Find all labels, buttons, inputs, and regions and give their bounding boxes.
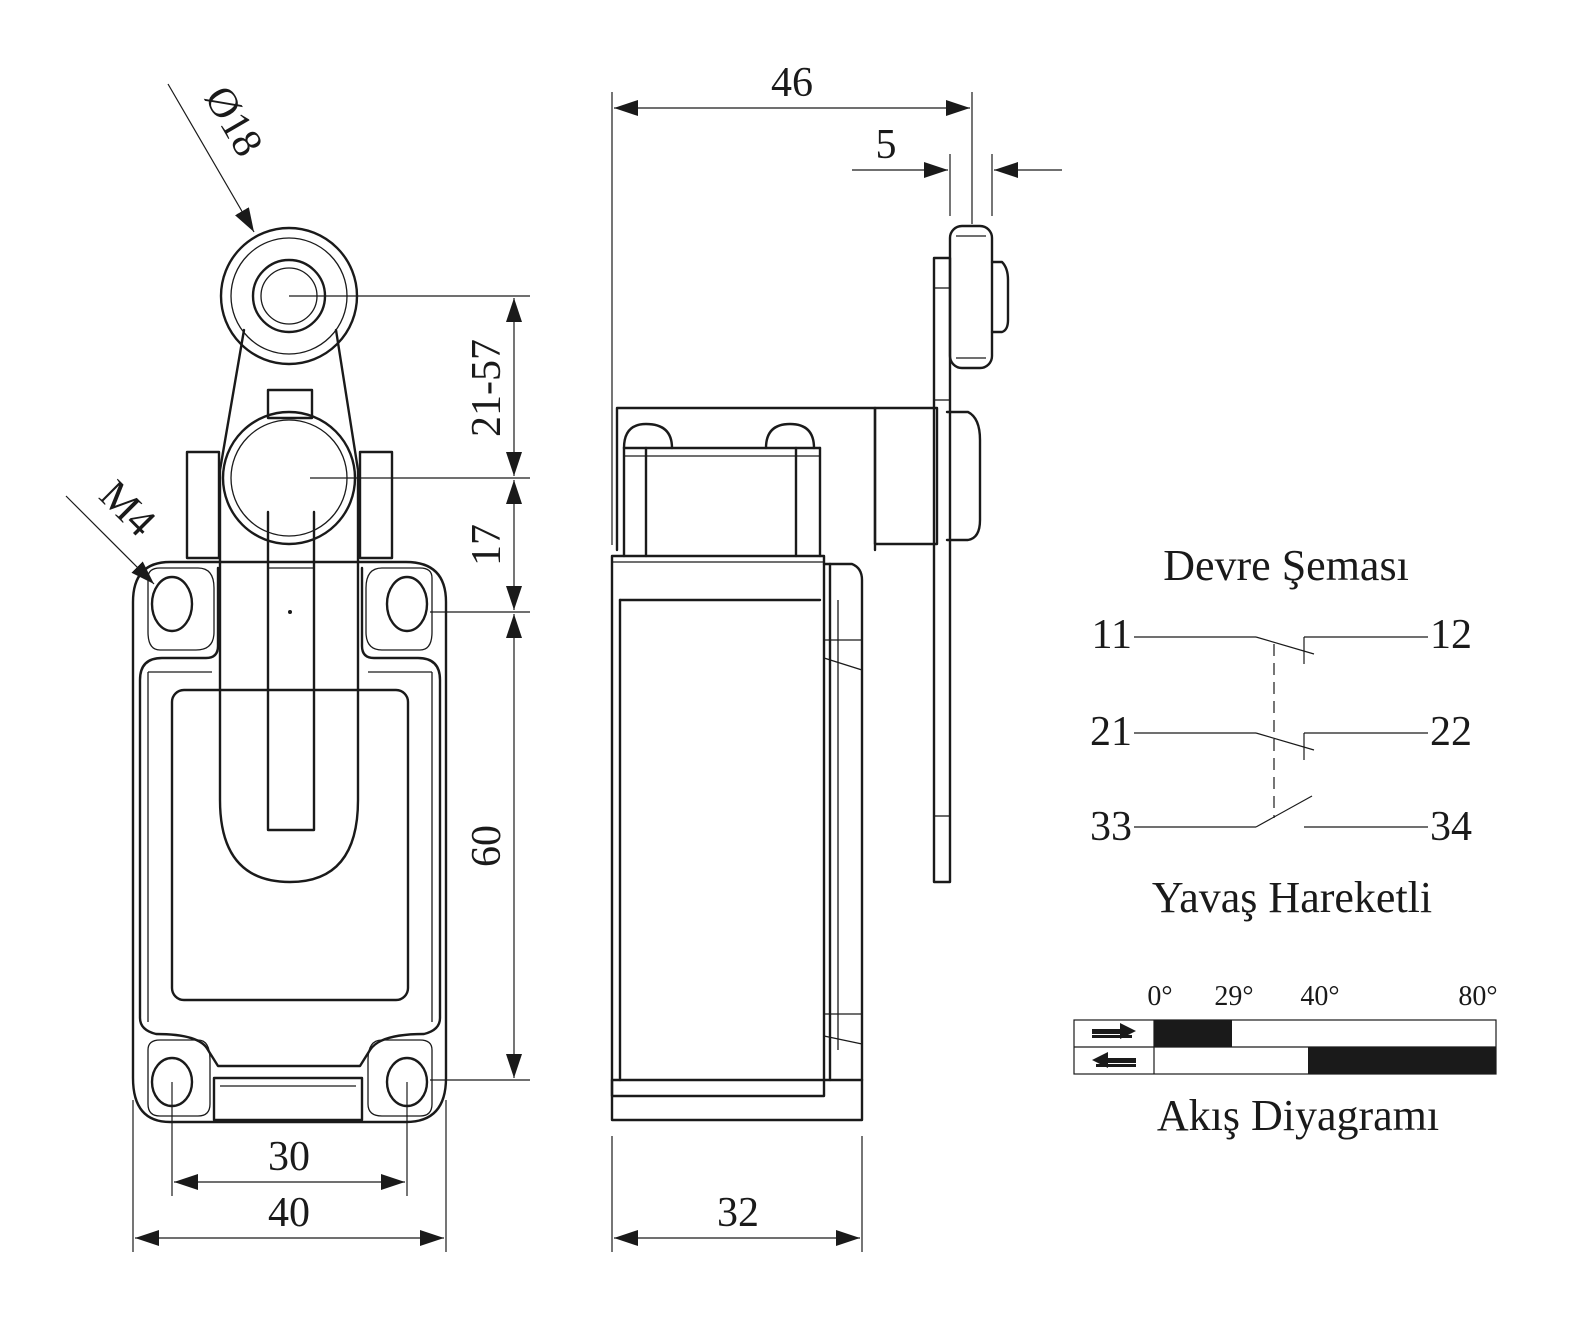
lever-slot [266, 510, 316, 832]
flow-diagram: 0° 29° 40° 80° Akış Diyagramı [1073, 981, 1498, 1140]
side-shaft [873, 406, 939, 546]
side-lever-plate [932, 256, 952, 884]
side-top-block [615, 406, 877, 552]
dim-body-width: 40 [268, 1190, 310, 1236]
circuit-diagram: Devre Şeması 11 12 21 22 33 34 Yavaş Har… [1090, 541, 1472, 922]
hub-bolt [266, 388, 314, 420]
circuit-subtitle: Yavaş Hareketli [1152, 873, 1432, 922]
terminal-12: 12 [1430, 612, 1472, 658]
flow-bar-forward [1154, 1020, 1232, 1047]
degree-0: 0° [1147, 981, 1172, 1012]
terminal-22: 22 [1430, 709, 1472, 755]
flow-title: Akış Diyagramı [1157, 1091, 1439, 1140]
terminal-21: 21 [1090, 709, 1132, 755]
flow-bar-return [1308, 1047, 1496, 1074]
mount-hole-tl [150, 575, 194, 633]
lever-arm [218, 328, 360, 884]
degree-80: 80° [1458, 981, 1497, 1012]
terminal-34: 34 [1430, 804, 1472, 850]
circuit-title: Devre Şeması [1163, 541, 1409, 590]
side-body [610, 554, 826, 1098]
bottom-slot [212, 1076, 364, 1122]
side-cover [822, 562, 864, 1082]
dim-roller-width: 5 [876, 122, 897, 168]
side-roller [948, 224, 994, 370]
dim-total-depth: 46 [771, 60, 813, 106]
body-outline [131, 560, 448, 1124]
dim-mount-spacing-horizontal: 30 [268, 1134, 310, 1180]
dim-lever-length: 21-57 [464, 339, 510, 437]
terminal-33: 33 [1090, 804, 1132, 850]
hub-block-right [358, 450, 394, 560]
label-plate [170, 688, 410, 1002]
hub-block-left [185, 450, 221, 560]
degree-29: 29° [1214, 981, 1253, 1012]
terminal-11: 11 [1092, 612, 1132, 658]
side-view [610, 224, 1010, 1122]
dim-mount-spacing-vertical: 60 [464, 825, 510, 867]
degree-40: 40° [1300, 981, 1339, 1012]
dim-mount-thread: M4 [90, 472, 164, 546]
dim-roller-to-mount: 17 [464, 524, 510, 566]
front-view [131, 226, 448, 1124]
mount-hole-tr [385, 575, 429, 633]
dim-body-depth: 32 [717, 1190, 759, 1236]
